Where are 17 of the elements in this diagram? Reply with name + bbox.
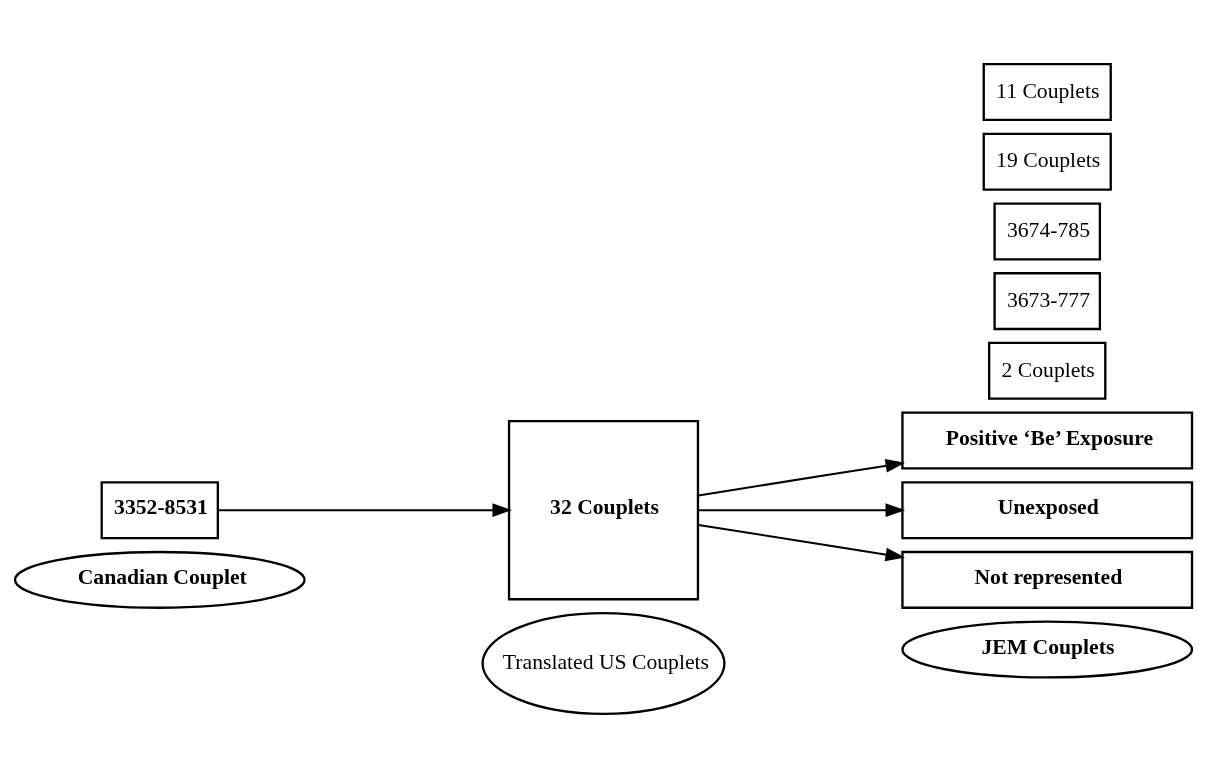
arrow bbox=[698, 458, 906, 496]
node-box: 32 Couplets bbox=[507, 419, 700, 600]
arrow bbox=[698, 502, 906, 517]
arrow bbox=[698, 523, 906, 561]
node-box: 11 Couplets bbox=[982, 62, 1112, 121]
arrow bbox=[218, 502, 512, 517]
node-ellipse: Canadian Couplet bbox=[13, 550, 306, 609]
node-box: 3674-785 bbox=[993, 201, 1102, 260]
node-ellipse: Translated US Couplets bbox=[481, 611, 726, 715]
node-box: Positive ‘Be’ Exposure bbox=[901, 410, 1194, 470]
node-ellipse: JEM Couplets bbox=[901, 620, 1194, 679]
node-box: Not represented bbox=[901, 550, 1194, 609]
node-box: Unexposed bbox=[901, 480, 1194, 539]
node-box: 3673-777 bbox=[993, 271, 1102, 330]
node-box: 19 Couplets bbox=[982, 132, 1112, 191]
node-box: 2 Couplets bbox=[988, 341, 1107, 400]
node-box: 3352-8531 bbox=[100, 480, 219, 539]
